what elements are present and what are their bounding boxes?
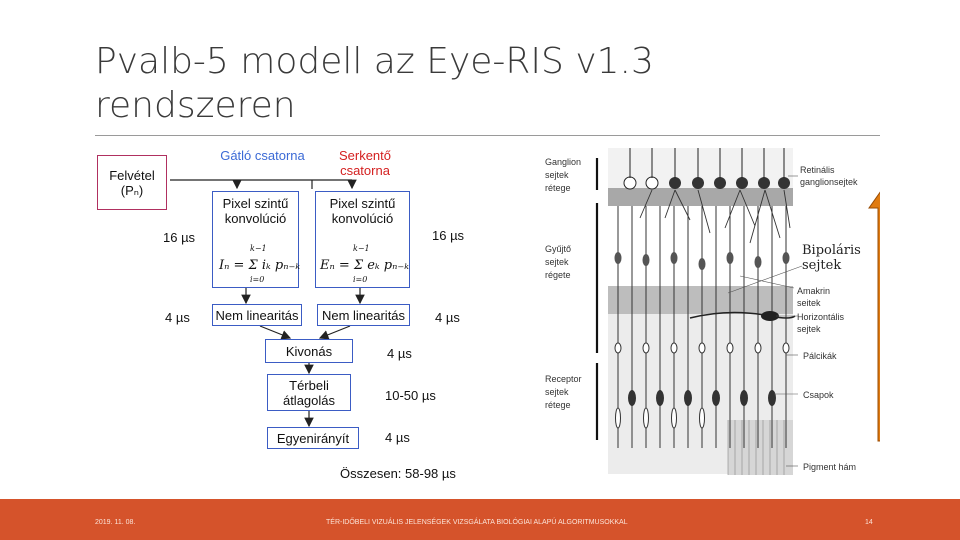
retina-illustration: Ganglion sejtek rétege Gyűjtő sejtek rég… [540, 148, 880, 490]
slide-title: Pvalb-5 modell az Eye-RIS v1.3 rendszere… [95, 40, 855, 128]
total-time: Összesen: 58-98 µs [340, 466, 456, 481]
time-rectify: 4 µs [385, 430, 410, 445]
label-pigment: Pigment hám [803, 461, 856, 473]
excitatory-nonlin-label: Nem linearitás [322, 308, 405, 323]
label-retinal-ganglion: Retinális ganglionsejtek [800, 164, 870, 188]
orange-up-arrow [869, 181, 880, 441]
arrow-inhib-to-subtract [260, 326, 290, 338]
label-amacrine: Amakrin seitek [797, 285, 837, 309]
subtract-label: Kivonás [286, 344, 332, 359]
spatial-avg-label: Térbeli átlagolás [274, 378, 344, 408]
time-avg: 10-50 µs [385, 388, 436, 403]
pigment-patch [728, 420, 793, 475]
footer-date: 2019. 11. 08. [95, 519, 135, 526]
spatial-avg-box: Térbeli átlagolás [267, 374, 351, 411]
excitatory-conv-box: Pixel szintű konvolúció [315, 191, 410, 288]
inhibitory-conv-box: Pixel szintű konvolúció [212, 191, 299, 288]
outer-plexiform-band [608, 286, 793, 314]
input-label: Felvétel [109, 168, 155, 183]
time-nonlin-left: 4 µs [165, 310, 190, 325]
excitatory-conv-label: Pixel szintű konvolúció [323, 196, 403, 226]
excitatory-sum-upper: k−1 [353, 244, 370, 253]
footer-bar: 2019. 11. 08. TÉR-IDŐBELI VIZUÁLIS JELEN… [0, 499, 960, 540]
label-horizontal: Horizontális sejtek [797, 311, 847, 335]
inhibitory-nonlin-box: Nem linearitás [212, 304, 302, 326]
label-cones: Csapok [803, 389, 834, 401]
excitatory-formula: Eₙ = Σ eₖ pₙ₋ₖ [320, 258, 409, 273]
input-box: Felvétel (Pₙ) [97, 155, 167, 210]
inhibitory-sum-lower: i=0 [250, 275, 264, 284]
time-conv-left: 16 µs [163, 230, 195, 245]
footer-page-number: 14 [865, 519, 873, 526]
rectify-label: Egyenirányít [277, 431, 349, 446]
inhibitory-formula: Iₙ = Σ iₖ pₙ₋ₖ [219, 258, 300, 273]
rectify-box: Egyenirányít [267, 427, 359, 449]
inhibitory-channel-header: Gátló csatorna [220, 148, 305, 163]
inhibitory-nonlin-label: Nem linearitás [215, 308, 298, 323]
flow-diagram: Felvétel (Pₙ) Gátló csatorna Serkentő cs… [95, 148, 495, 488]
title-divider [95, 135, 880, 136]
inhibitory-conv-label: Pixel szintű konvolúció [221, 196, 291, 226]
time-conv-right: 16 µs [432, 228, 464, 243]
excitatory-channel-header: Serkentő csatorna [325, 148, 405, 178]
subtract-box: Kivonás [265, 339, 353, 363]
footer-title: TÉR-IDŐBELI VIZUÁLIS JELENSÉGEK VIZSGÁLA… [326, 519, 628, 526]
excitatory-sum-lower: i=0 [353, 275, 367, 284]
excitatory-nonlin-box: Nem linearitás [317, 304, 410, 326]
time-nonlin-right: 4 µs [435, 310, 460, 325]
input-symbol: (Pₙ) [121, 183, 144, 198]
label-bipolar: Bipoláris sejtek [802, 243, 872, 273]
time-subtract: 4 µs [387, 346, 412, 361]
label-rods: Pálcikák [803, 350, 837, 362]
arrow-excit-to-subtract [320, 326, 350, 338]
inhibitory-sum-upper: k−1 [250, 244, 267, 253]
